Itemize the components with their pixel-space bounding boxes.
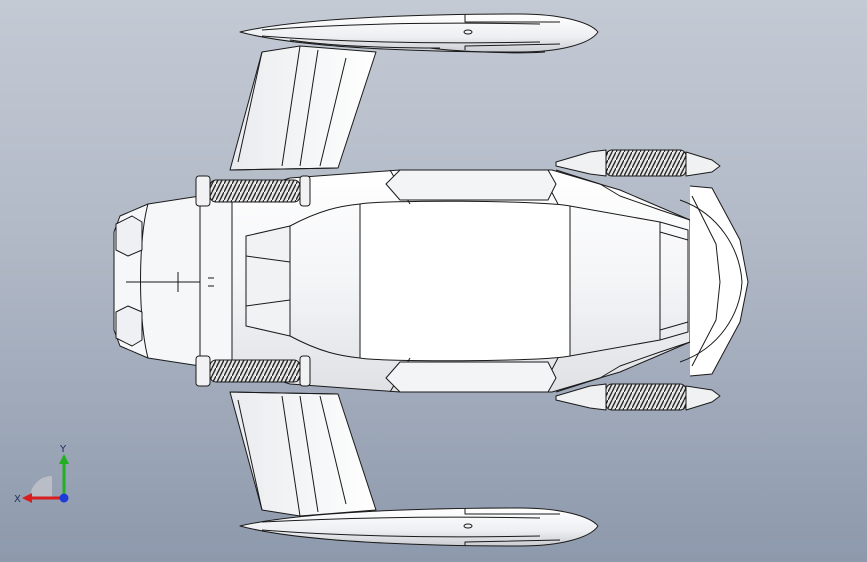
rear-wheel-top [195, 175, 311, 207]
upper-wing [229, 45, 377, 171]
front-wheel-bottom [555, 383, 721, 411]
main-hull [113, 169, 749, 393]
y-axis-label: Y [59, 444, 67, 455]
z-axis-point [59, 493, 69, 503]
lower-wing [229, 391, 377, 517]
front-wheel-top [555, 149, 721, 177]
triad-plane-indicator [30, 476, 52, 498]
reference-triad: Y X [14, 444, 69, 505]
y-axis-arrowhead [59, 454, 69, 464]
rear-wheel-bottom [195, 355, 311, 387]
x-axis-label: X [14, 494, 21, 505]
upper-pod [239, 13, 599, 54]
lower-pod [239, 507, 599, 547]
x-axis-arrowhead [22, 493, 32, 503]
